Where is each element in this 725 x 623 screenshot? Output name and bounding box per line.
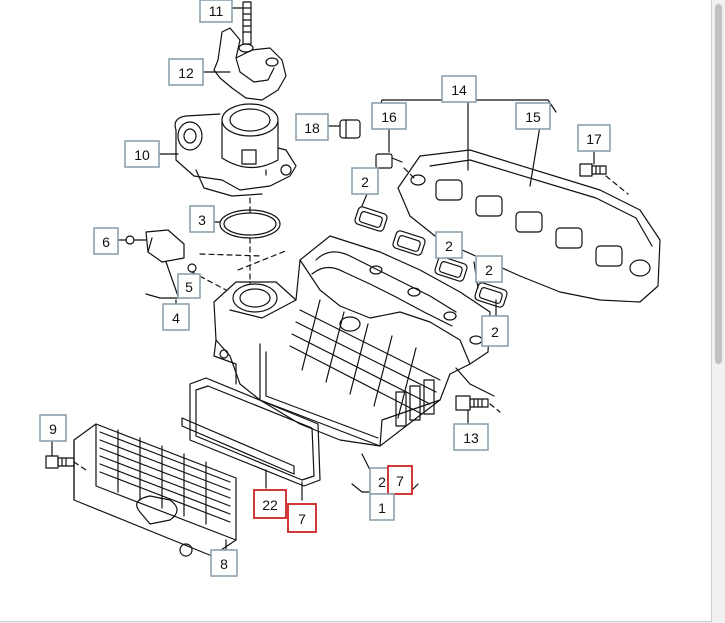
callout-5[interactable]: 5 xyxy=(177,273,201,299)
bracket-12-drawing xyxy=(211,27,287,101)
svg-text:10: 10 xyxy=(134,147,150,163)
callout-2-c[interactable]: 2 xyxy=(475,255,503,283)
intercooler-8-drawing xyxy=(73,423,237,557)
svg-text:2: 2 xyxy=(361,174,369,190)
svg-text:13: 13 xyxy=(463,430,479,446)
callout-2-d[interactable]: 2 xyxy=(481,315,509,347)
svg-text:22: 22 xyxy=(262,497,278,513)
svg-text:7: 7 xyxy=(396,473,404,489)
exploded-parts-diagram: 11 12 10 18 16 xyxy=(39,0,661,577)
svg-text:2: 2 xyxy=(491,324,499,340)
sensor-6-drawing xyxy=(117,229,201,299)
svg-text:6: 6 xyxy=(102,234,110,250)
intake-manifold-1-drawing xyxy=(213,235,495,471)
gaskets-2-drawing xyxy=(354,206,508,308)
vertical-scrollbar[interactable] xyxy=(712,0,725,623)
scrollbar-thumb[interactable] xyxy=(715,4,722,364)
callout-13[interactable]: 13 xyxy=(453,423,489,451)
svg-text:2: 2 xyxy=(485,262,493,278)
callout-7-top[interactable]: 7 xyxy=(387,465,413,495)
callout-16[interactable]: 16 xyxy=(371,102,407,130)
sensor-16-drawing xyxy=(375,125,403,169)
o-ring-3-drawing xyxy=(211,209,281,239)
svg-text:1: 1 xyxy=(378,500,386,516)
svg-text:16: 16 xyxy=(381,109,397,125)
callout-18[interactable]: 18 xyxy=(295,113,329,141)
stud-bolt-11-drawing xyxy=(231,1,252,45)
svg-text:3: 3 xyxy=(198,212,206,228)
callout-22[interactable]: 22 xyxy=(253,489,287,519)
callout-2-a[interactable]: 2 xyxy=(351,167,379,195)
bolt-17-drawing xyxy=(579,151,607,177)
callout-8[interactable]: 8 xyxy=(210,549,238,577)
svg-text:17: 17 xyxy=(586,131,602,147)
assembly-dashed-lines xyxy=(73,167,629,471)
callout-11[interactable]: 11 xyxy=(199,0,233,23)
svg-text:7: 7 xyxy=(298,511,306,527)
callout-15[interactable]: 15 xyxy=(515,102,551,130)
manifold-15-drawing xyxy=(397,149,661,303)
callout-9[interactable]: 9 xyxy=(39,414,67,442)
svg-text:2: 2 xyxy=(445,238,453,254)
sensor-18-drawing xyxy=(327,119,361,139)
throttle-body-10-drawing xyxy=(163,103,297,197)
callout-labels: 11 12 10 18 16 xyxy=(39,0,611,577)
svg-text:18: 18 xyxy=(304,120,320,136)
svg-text:12: 12 xyxy=(178,65,194,81)
callout-4[interactable]: 4 xyxy=(162,303,190,331)
gasket-7-drawing xyxy=(189,377,321,501)
callout-17[interactable]: 17 xyxy=(577,124,611,152)
svg-text:9: 9 xyxy=(49,421,57,437)
svg-text:4: 4 xyxy=(172,310,180,326)
bolt-9-drawing xyxy=(45,441,75,469)
callout-6[interactable]: 6 xyxy=(93,227,119,255)
callout-2-b[interactable]: 2 xyxy=(435,231,463,259)
svg-text:15: 15 xyxy=(525,109,541,125)
svg-text:11: 11 xyxy=(209,3,224,19)
callout-1[interactable]: 1 xyxy=(369,493,395,521)
callout-10[interactable]: 10 xyxy=(124,140,160,168)
svg-text:8: 8 xyxy=(220,556,228,572)
svg-text:2: 2 xyxy=(378,474,386,490)
callout-14[interactable]: 14 xyxy=(441,75,477,103)
callout-12[interactable]: 12 xyxy=(168,58,204,86)
svg-text:5: 5 xyxy=(185,279,193,295)
svg-text:14: 14 xyxy=(451,82,467,98)
seal-22-drawing xyxy=(181,417,295,489)
callout-3[interactable]: 3 xyxy=(189,205,215,233)
callout-7-bottom[interactable]: 7 xyxy=(287,503,317,533)
bolt-13-drawing xyxy=(455,395,489,425)
